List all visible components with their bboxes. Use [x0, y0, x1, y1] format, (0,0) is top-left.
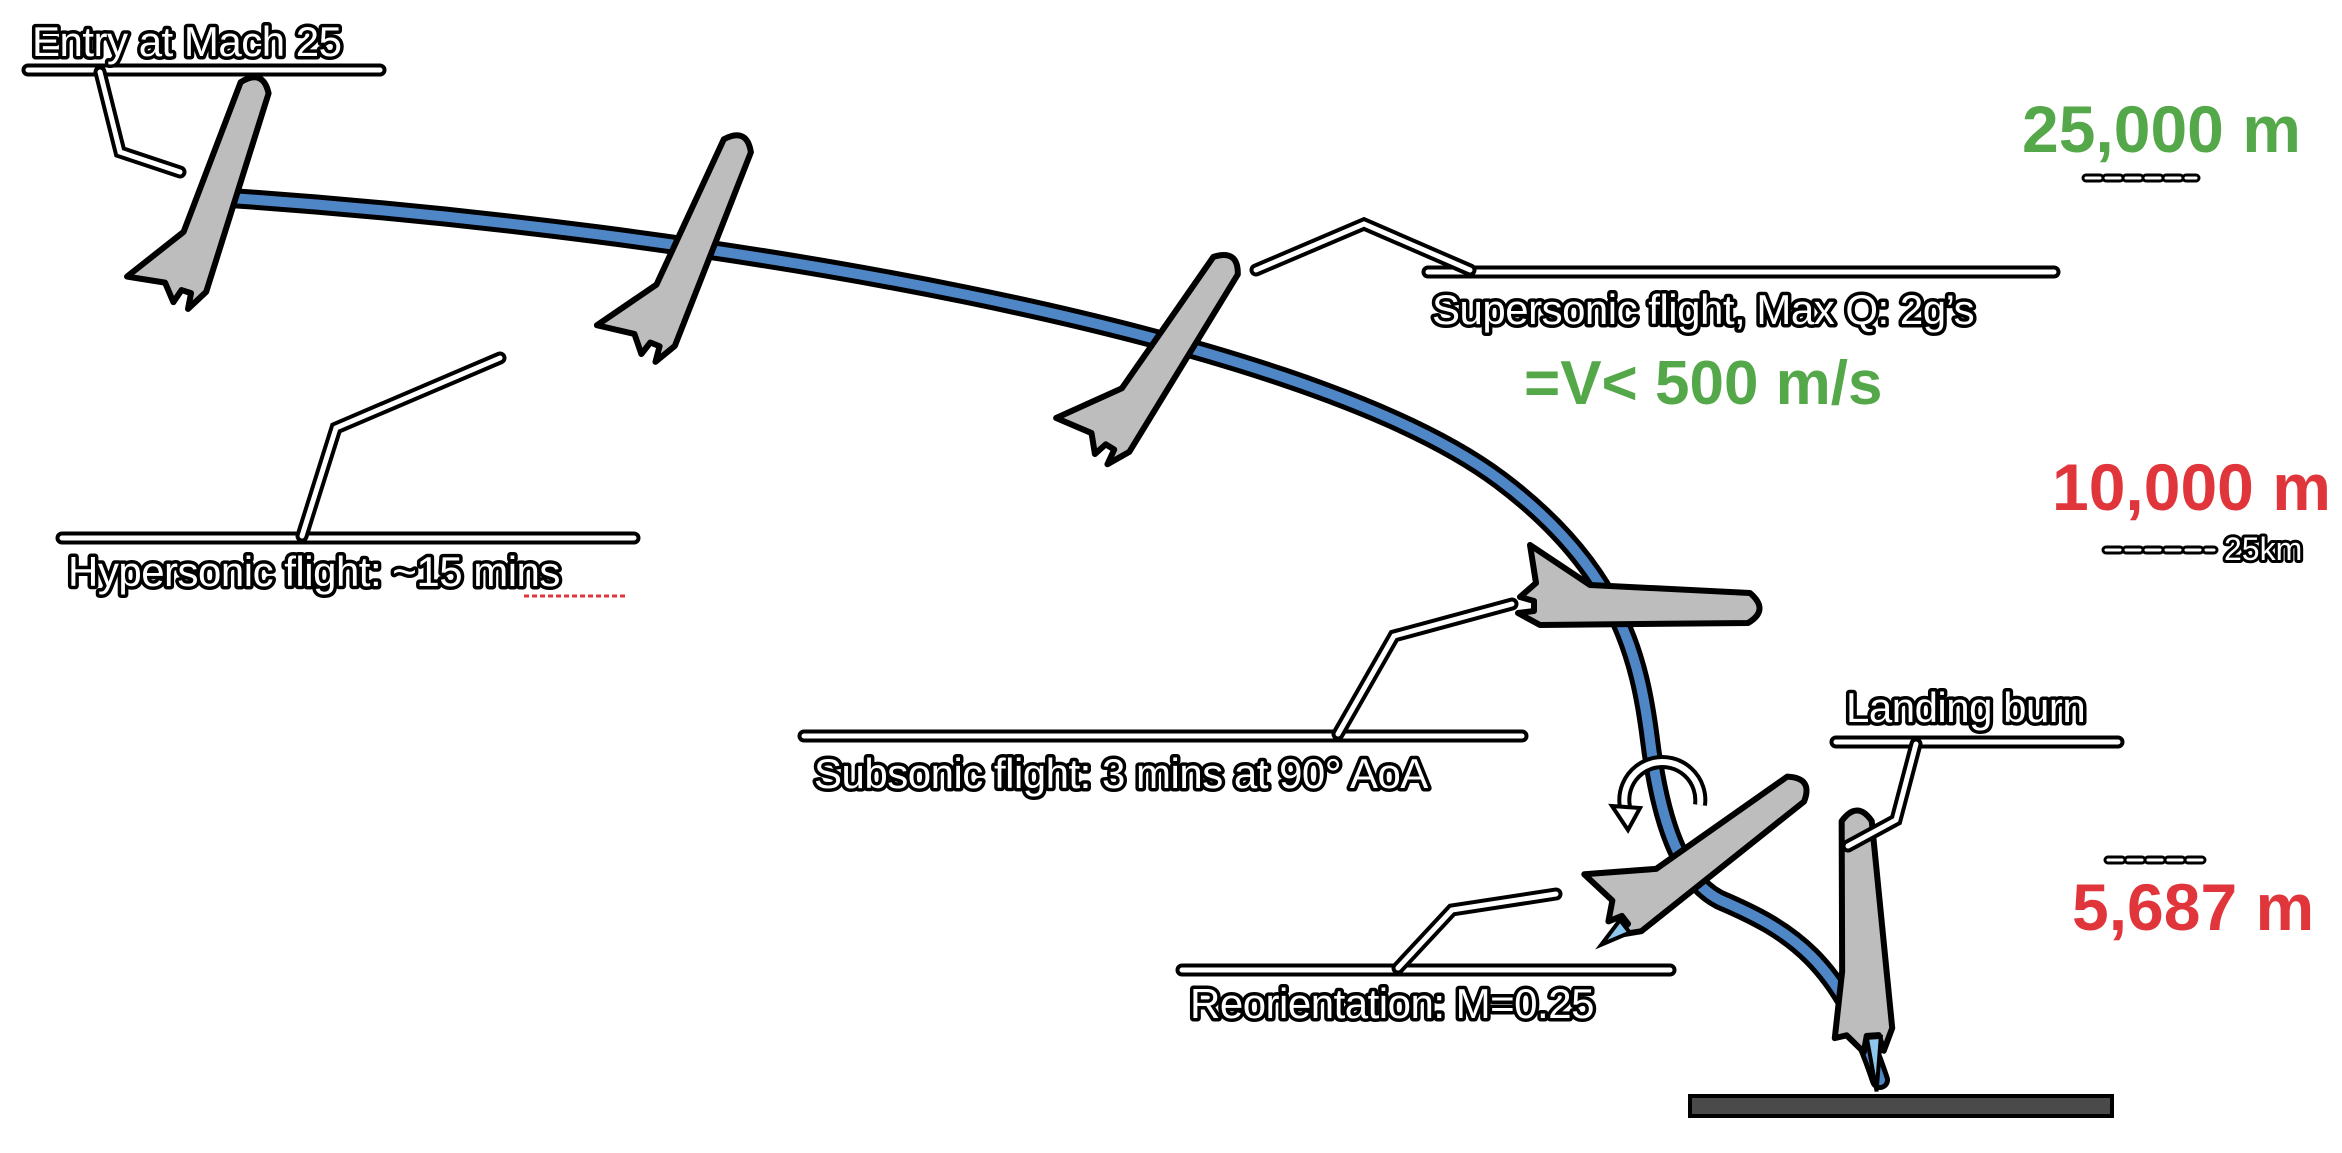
starship-icon	[1515, 542, 1763, 628]
landing-pad-icon	[1688, 1094, 2114, 1118]
hypersonic-label: Hypersonic flight: ~15 mins	[68, 548, 560, 595]
leader-lines	[21, 63, 2125, 977]
starship-icon	[1053, 252, 1241, 468]
scale-25km-label: 25km	[2224, 531, 2302, 567]
subsonic-label: Subsonic flight: 3 mins at 90° AoA	[814, 750, 1428, 797]
supersonic-label: Supersonic flight, Max Q: 2g’s	[1432, 286, 1974, 333]
altitude-5687-label: 5,687 m	[2072, 870, 2314, 944]
altitude-10000-label: 10,000 m	[2052, 450, 2331, 524]
starship-icon	[124, 74, 272, 312]
starship-icon	[1831, 807, 1896, 1092]
starship-icon	[593, 132, 754, 365]
speed-limit-label: =V< 500 m/s	[1524, 349, 1883, 418]
landing-burn-label: Landing burn	[1846, 684, 2085, 731]
entry-label: Entry at Mach 25	[32, 18, 341, 65]
altitude-25000-label: 25,000 m	[2022, 92, 2301, 166]
starship-icon	[1581, 773, 1810, 950]
reorientation-label: Reorientation: M=0.25	[1190, 980, 1594, 1027]
rotation-arrow-icon	[1608, 755, 1708, 834]
